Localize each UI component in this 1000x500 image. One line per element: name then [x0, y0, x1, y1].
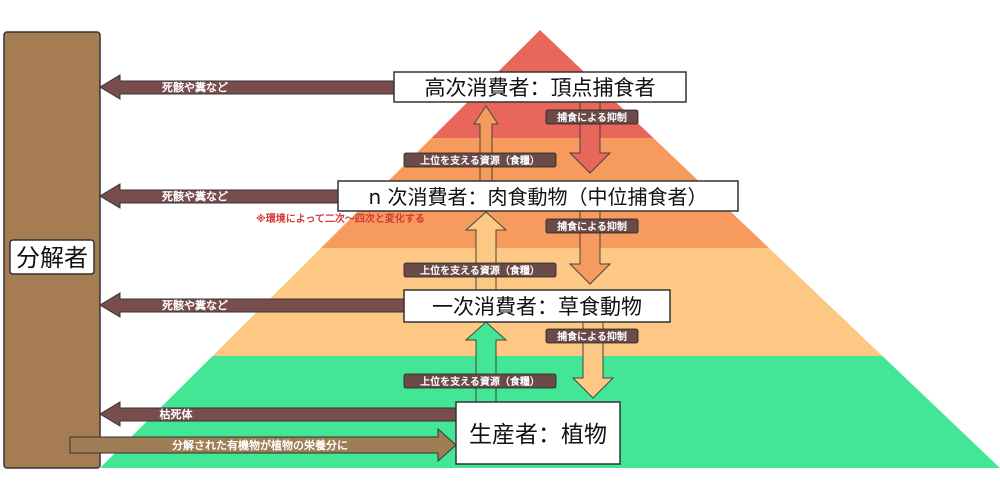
support-label-2: 上位を支える資源（食糧）: [420, 264, 540, 277]
secondary-label: n 次消費者：肉食動物（中位捕食者）: [368, 185, 707, 209]
decomposer-label-box: [9, 239, 95, 275]
dead-arrow-apex: [99, 74, 399, 100]
dead-arrow-secondary-label: 死骸や糞など: [162, 189, 228, 203]
predation-label-box-3: [545, 328, 639, 344]
apex-box: [393, 71, 687, 103]
primary-box: [403, 289, 671, 323]
producer-label: 生産者：植物: [469, 422, 607, 448]
decomposer-label: 分解者: [16, 244, 88, 272]
producer-box: [455, 401, 621, 465]
apex-label: 高次消費者：頂点捕食者: [425, 76, 656, 100]
support-label-box-1: [403, 152, 557, 168]
primary-label: 一次消費者：草食動物: [432, 295, 642, 319]
support-label-3: 上位を支える資源（食糧）: [420, 375, 540, 388]
order-note: ※環境によって二次〜四次と変化する: [256, 212, 425, 225]
secondary-box: [337, 180, 739, 212]
support-label-1: 上位を支える資源（食糧）: [420, 154, 540, 167]
nutrient-arrow-label: 分解された有機物が植物の栄養分に: [172, 438, 348, 452]
predation-label-box-1: [545, 109, 639, 125]
dead-arrow-apex-label: 死骸や糞など: [162, 80, 228, 94]
pyramid: [100, 30, 1000, 468]
support-label-box-2: [403, 262, 557, 278]
predation-label-1: 捕食による抑制: [557, 111, 627, 124]
tier-apex: [100, 30, 1000, 138]
nutrient-arrow: [69, 427, 457, 463]
dead-arrow-primary-label: 死骸や糞など: [162, 298, 228, 312]
predation-label-box-2: [545, 218, 639, 234]
predation-label-2: 捕食による抑制: [557, 220, 627, 233]
predation-label-3: 捕食による抑制: [557, 330, 627, 343]
dead-plants-arrow-label: 枯死体: [160, 407, 194, 421]
support-label-box-3: [403, 373, 557, 389]
